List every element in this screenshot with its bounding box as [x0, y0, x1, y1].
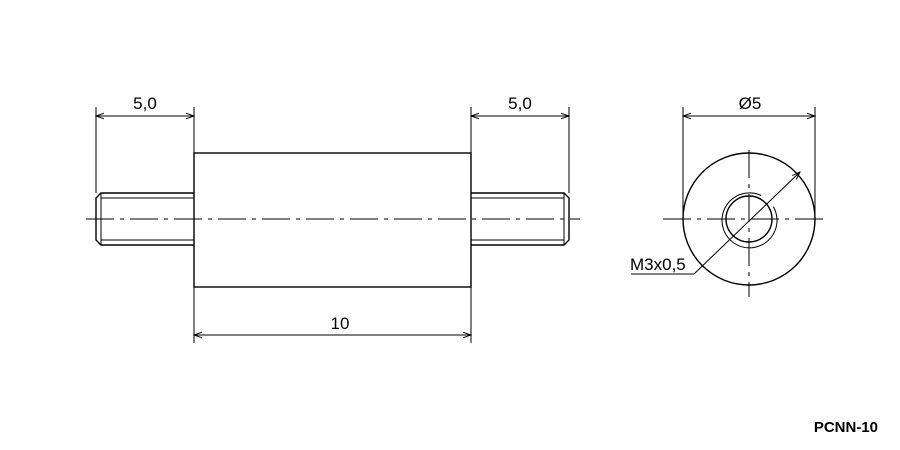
side-view: 5,0 5,0 10 [86, 94, 580, 343]
body-length-label: 10 [331, 314, 350, 333]
standoff-body [193, 152, 472, 288]
thread-major-arc [721, 192, 778, 249]
part-code-label: PCNN-10 [814, 419, 878, 436]
left-stud-length-label: 5,0 [133, 94, 157, 113]
thread-leader-line [693, 172, 800, 275]
right-stud-length-label: 5,0 [508, 94, 532, 113]
diameter-label: Ø5 [739, 94, 762, 113]
end-view: Ø5 M3x0,5 [630, 94, 825, 297]
thread-label: M3x0,5 [630, 255, 686, 274]
